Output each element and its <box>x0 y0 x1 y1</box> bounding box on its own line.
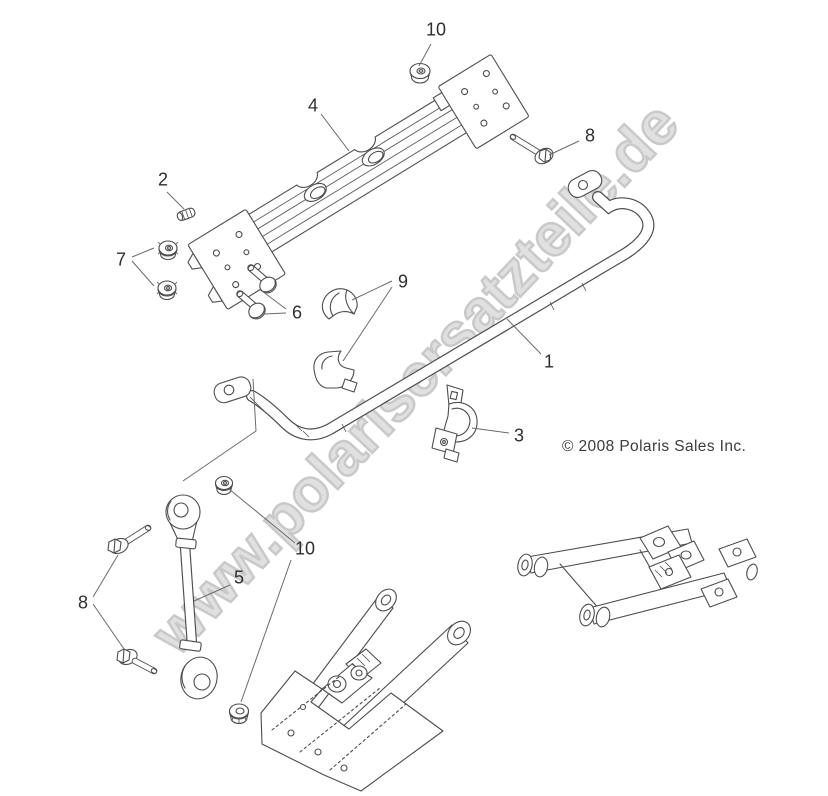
callout-10-lower: 10 <box>294 538 316 559</box>
callout-10-top: 10 <box>425 19 447 40</box>
stabilizer-bar-drawing <box>213 170 655 441</box>
flange-nut-pair-drawing <box>156 240 179 300</box>
callout-3: 3 <box>513 425 525 446</box>
callout-7: 7 <box>115 249 127 270</box>
clamp-bracket-drawing <box>431 384 478 463</box>
hex-flange-bolts-lower-drawing <box>107 524 158 675</box>
callout-6: 6 <box>291 302 303 323</box>
callout-1: 1 <box>543 351 555 372</box>
leader-lines <box>92 43 580 703</box>
swing-arm-left-drawing <box>260 588 471 792</box>
set-screw-drawing <box>176 207 196 221</box>
callout-2: 2 <box>157 169 169 190</box>
callout-8-lower: 8 <box>77 592 89 613</box>
lock-nut-bottom-drawing <box>228 703 250 724</box>
hex-flange-bolt-upper-drawing <box>509 133 554 165</box>
bushing-halves-drawing <box>313 288 358 393</box>
callout-8-upper: 8 <box>584 125 596 146</box>
mounting-rail-drawing <box>187 54 529 310</box>
callout-5: 5 <box>233 567 245 588</box>
callout-9: 9 <box>397 271 409 292</box>
carriage-bolt-pair-drawing <box>236 264 277 320</box>
lock-nut-top-drawing <box>409 62 431 84</box>
callout-4: 4 <box>307 95 319 116</box>
lock-nut-middle-drawing <box>214 475 234 496</box>
stabilizer-link-drawing <box>165 494 218 700</box>
swing-arm-right-drawing <box>517 525 758 628</box>
copyright-text: © 2008 Polaris Sales Inc. <box>562 438 747 455</box>
